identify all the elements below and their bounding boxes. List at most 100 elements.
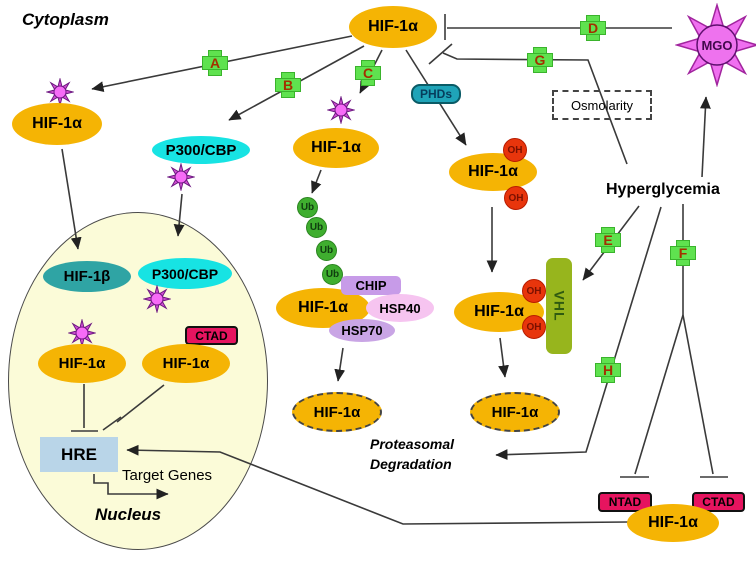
cytoplasm-label: Cytoplasm: [22, 10, 109, 29]
hsp40-ellipse: HSP40: [366, 294, 434, 322]
pathway-marker-f: F: [670, 240, 696, 266]
hif1a-nucleus-left: HIF-1α: [38, 344, 126, 383]
hif1a-bottom-right-label: HIF-1α: [648, 514, 698, 531]
oh-label: OH: [508, 192, 524, 204]
pathway-letter-e: E: [603, 232, 613, 248]
pathway-letter-g: G: [534, 52, 546, 68]
vhl-box: VHL: [546, 258, 572, 354]
ctad-nucleus-box: CTAD: [185, 326, 238, 345]
pathway-marker-e: E: [595, 227, 621, 253]
oh-group: OH: [522, 315, 546, 339]
hif1a-degraded-right-label: HIF-1α: [491, 403, 539, 421]
hif1a-chip-complex-label: HIF-1α: [298, 299, 348, 316]
cross-shape: [677, 247, 689, 259]
phds-label: PHDs: [419, 87, 452, 101]
pathway-letter-c: C: [362, 65, 374, 81]
hif1b-ellipse: HIF-1β: [43, 261, 131, 292]
phds-capsule: PHDs: [411, 84, 461, 104]
hif1a-nucleus-right: HIF-1α: [142, 344, 230, 383]
proteasomal-degradation-label-line2: Degradation: [370, 456, 452, 472]
cross-shape: [362, 67, 374, 79]
hif1a-modified-left-label: HIF-1α: [32, 115, 82, 132]
hsp70-ellipse: HSP70: [329, 319, 395, 342]
hre-label: HRE: [61, 444, 97, 464]
pathway-letter-d: D: [587, 20, 599, 36]
ubiquitin: Ub: [322, 264, 343, 285]
cross-shape: [282, 79, 294, 91]
chip-box: CHIP: [341, 276, 401, 295]
hif1a-nucleus-right-label: HIF-1α: [162, 355, 210, 372]
pathway-letter-h: H: [602, 362, 614, 378]
modification-star-icon: [46, 78, 74, 106]
hif1a-top: HIF-1α: [349, 6, 437, 48]
pathway-letter-f: F: [678, 245, 688, 261]
cross-shape: [209, 57, 221, 69]
ub-label: Ub: [319, 245, 334, 256]
nucleus-label: Nucleus: [95, 505, 162, 524]
p300cbp-nucleus-label: P300/CBP: [151, 265, 219, 282]
hre-box: HRE: [40, 437, 118, 472]
oh-label: OH: [507, 144, 523, 156]
target-genes-label: Target Genes: [122, 467, 213, 484]
pathway-marker-a: A: [202, 50, 228, 76]
ubiquitin: Ub: [306, 217, 327, 238]
hif1a-modified-center: HIF-1α: [293, 128, 379, 168]
ub-label: Ub: [300, 202, 315, 213]
oh-group: OH: [503, 138, 527, 162]
pathway-marker-h: H: [595, 357, 621, 383]
oh-group: OH: [504, 186, 528, 210]
pathway-marker-g: G: [527, 47, 553, 73]
ub-label: Ub: [309, 222, 324, 233]
hsp70-label: HSP70: [341, 323, 383, 338]
cross-shape: [602, 234, 614, 246]
proteasomal-degradation-label-line1: Proteasomal: [370, 436, 455, 452]
ctad-nucleus-label: CTAD: [195, 328, 228, 343]
ubiquitin: Ub: [316, 240, 337, 261]
oh-group: OH: [522, 279, 546, 303]
vhl-label: VHL: [551, 290, 567, 322]
pathway-marker-b: B: [275, 72, 301, 98]
hif1a-hydroxylated: HIF-1α: [449, 153, 537, 191]
hyperglycemia-label: Hyperglycemia: [606, 181, 720, 198]
p300cbp-cytoplasm: P300/CBP: [152, 136, 250, 164]
p300cbp-cytoplasm-label: P300/CBP: [165, 141, 237, 159]
pathway-marker-d: D: [580, 15, 606, 41]
hif1b-label: HIF-1β: [63, 268, 111, 285]
chip-label: CHIP: [355, 278, 387, 293]
ctad-bottom-label: CTAD: [702, 495, 735, 509]
osmolarity-label: Osmolarity: [570, 97, 634, 113]
hif1a-degraded-left-label: HIF-1α: [313, 403, 361, 421]
pathway-letter-a: A: [209, 55, 221, 71]
pathway-letter-b: B: [282, 77, 294, 93]
nucleus-ellipse: [8, 212, 268, 550]
modification-star-icon: [68, 319, 96, 347]
ntad-label: NTAD: [608, 495, 642, 509]
pathway-marker-c: C: [355, 60, 381, 86]
cross-shape: [587, 22, 599, 34]
hif1a-hydroxylated-label: HIF-1α: [468, 163, 518, 180]
oh-label: OH: [526, 285, 542, 297]
mgo-label: MGO: [701, 37, 733, 53]
hif1a-modified-left: HIF-1α: [12, 103, 102, 145]
ubiquitin: Ub: [297, 197, 318, 218]
modification-star-icon: [327, 96, 355, 124]
hif1a-bottom-right: HIF-1α: [627, 504, 719, 542]
p300cbp-nucleus: P300/CBP: [138, 258, 232, 289]
osmolarity-box: Osmolarity: [552, 90, 652, 120]
cross-shape: [534, 54, 546, 66]
hif1a-modified-center-label: HIF-1α: [311, 139, 361, 156]
mgo-star-icon: [675, 3, 756, 87]
ub-label: Ub: [325, 269, 340, 280]
hsp40-label: HSP40: [379, 300, 421, 316]
modification-star-icon: [143, 285, 171, 313]
hif1a-nucleus-left-label: HIF-1α: [58, 355, 106, 372]
mgo-label-wrap: MGO: [675, 3, 756, 87]
hif1a-vhl-complex-label: HIF-1α: [474, 303, 524, 320]
hif1a-top-label: HIF-1α: [368, 18, 418, 35]
cross-shape: [602, 364, 614, 376]
modification-star-icon: [167, 163, 195, 191]
hif1a-degraded-right: HIF-1α: [470, 392, 560, 432]
ntad-box: NTAD: [598, 492, 652, 512]
hif1a-degraded-left: HIF-1α: [292, 392, 382, 432]
